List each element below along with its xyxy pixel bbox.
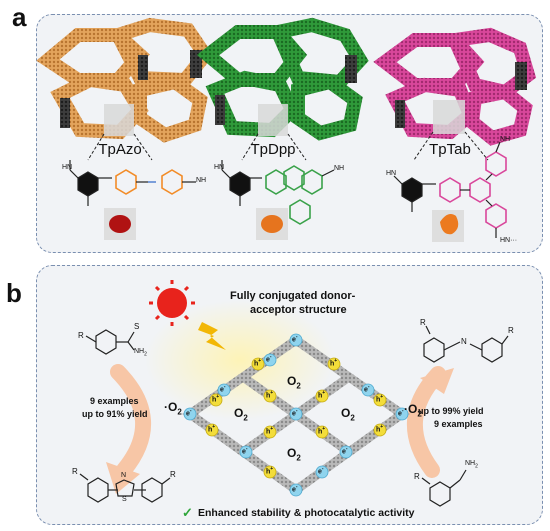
left-reactant-structure	[85, 329, 135, 355]
left-product-r2: R	[170, 470, 176, 479]
tptab-hn-label: HN	[386, 170, 397, 177]
panel-b-label: b	[6, 278, 22, 308]
panel-a-art	[36, 17, 537, 242]
left-reactant-r: R	[78, 331, 84, 340]
superoxide-left: ·O2	[164, 400, 182, 417]
hole-label: h+	[254, 358, 262, 368]
left-note-yield: up to 91% yield	[82, 409, 148, 419]
hole-label: h+	[318, 426, 326, 436]
panel-a-label: a	[12, 2, 27, 32]
right-reactant-r: R	[414, 472, 420, 481]
hole-label: h+	[376, 394, 384, 404]
left-reactant-nh2: NH2	[134, 348, 147, 358]
electron-label: e-	[342, 446, 348, 456]
right-product-n: N	[461, 337, 467, 346]
tpazo-hn-label: HN	[62, 164, 73, 171]
cof-name-tpazo: TpAzo	[98, 141, 142, 158]
electron-label: e-	[266, 354, 272, 364]
tpdpp-nh-label: NH	[334, 165, 345, 172]
tptab-nh-label: NH	[500, 136, 511, 143]
electrons	[183, 333, 409, 497]
left-curved-arrow	[110, 364, 152, 478]
zoom-lines	[87, 131, 489, 161]
tpdpp-swatch	[261, 215, 283, 233]
electron-label: e-	[242, 446, 248, 456]
left-note-examples: 9 examples	[90, 396, 139, 406]
o2-right: O2	[341, 406, 355, 423]
right-product-structure	[423, 325, 509, 363]
hole-label: h+	[318, 390, 326, 400]
left-product-structure	[79, 473, 171, 503]
cof-tptab-framework	[373, 27, 537, 146]
hole-label: h+	[266, 390, 274, 400]
cof-name-tptab: TpTab	[429, 141, 471, 158]
hole-label: h+	[212, 394, 220, 404]
right-note-examples: 9 examples	[434, 419, 483, 429]
electron-label: e-	[220, 384, 226, 394]
cof-name-tpdpp: TpDpp	[250, 141, 296, 158]
electron-label: e-	[186, 408, 192, 418]
right-note-yield: up to 99% yield	[418, 406, 484, 416]
holes	[205, 357, 387, 479]
tptab-hn-dots-label: HN···	[500, 237, 518, 244]
left-product-n: N	[121, 472, 127, 479]
tpazo-swatch	[109, 215, 131, 233]
electron-label: e-	[292, 408, 298, 418]
o2-left: O2	[234, 406, 248, 423]
electron-label: e-	[364, 384, 370, 394]
tptab-structure	[393, 141, 507, 238]
cof-tpazo-framework	[36, 17, 214, 143]
tpazo-nh-label: NH	[196, 177, 207, 184]
left-reactant-s: S	[134, 322, 140, 331]
donor-acceptor-title-line1: Fully conjugated donor-	[230, 290, 356, 302]
tpdpp-hn-label: HN	[214, 164, 225, 171]
right-product-r1: R	[420, 318, 426, 327]
hole-label: h+	[208, 424, 216, 434]
tptab-swatch	[440, 214, 459, 235]
hole-label: h+	[266, 426, 274, 436]
tpdpp-structure	[221, 160, 335, 225]
o2-bottom: O2	[287, 446, 301, 463]
cof-tpdpp-framework	[196, 17, 369, 141]
hole-label: h+	[376, 424, 384, 434]
o2-top: O2	[287, 374, 301, 391]
left-product-r1: R	[72, 467, 78, 476]
tpazo-structure	[69, 160, 196, 206]
lightning-bolt-icon	[198, 322, 226, 350]
electron-label: e-	[292, 334, 298, 344]
right-reactant-nh2: NH2	[465, 460, 478, 470]
electron-label: e-	[398, 408, 404, 418]
donor-acceptor-title-line2: acceptor structure	[250, 304, 347, 316]
sun-icon	[149, 280, 195, 326]
left-product-s: S	[122, 496, 127, 503]
right-reactant-structure	[421, 469, 467, 507]
footer-caption: Enhanced stability & photocatalytic acti…	[198, 507, 415, 519]
right-product-r2: R	[508, 326, 514, 335]
electron-label: e-	[318, 466, 324, 476]
electron-label: e-	[292, 484, 298, 494]
hole-label: h+	[330, 358, 338, 368]
footer-check-icon: ✓	[182, 505, 193, 520]
superoxide-right: ·O2	[404, 402, 422, 419]
light-glow	[145, 300, 335, 420]
hole-label: h+	[266, 466, 274, 476]
